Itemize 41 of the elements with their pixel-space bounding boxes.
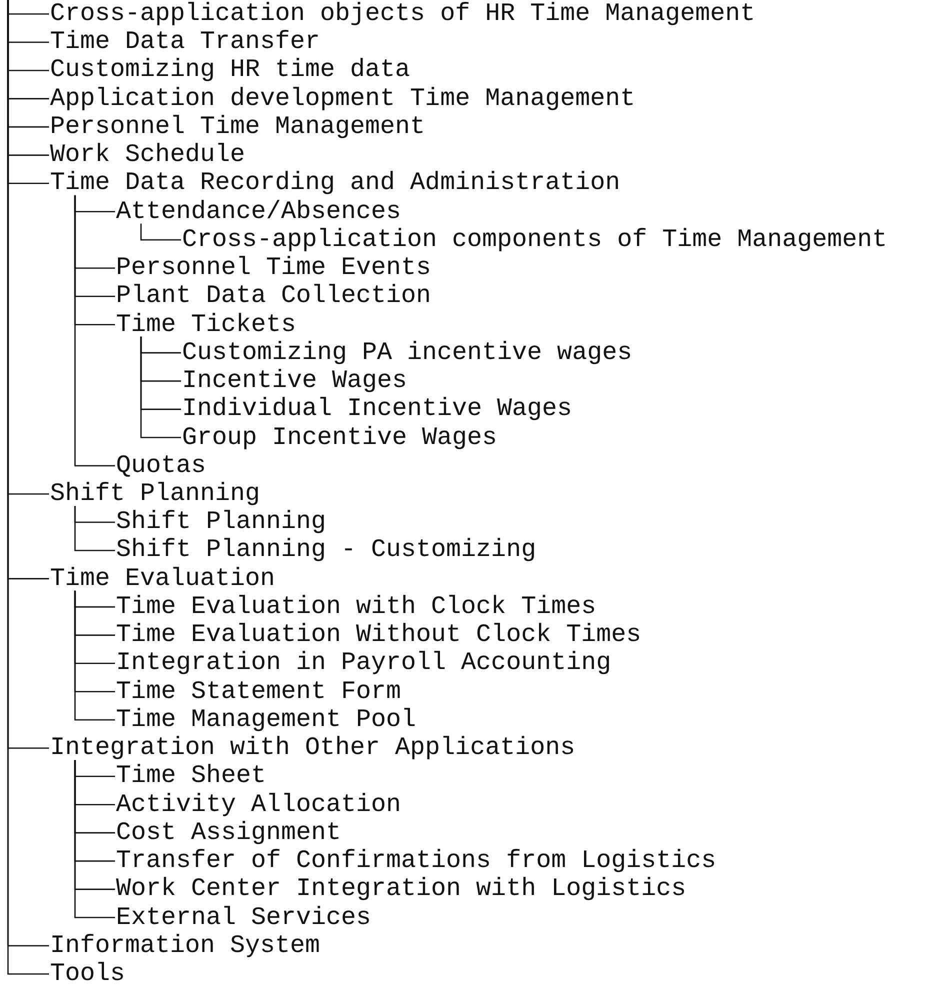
tree-item: Work Schedule	[50, 141, 246, 170]
tree-item: Time Evaluation with Clock Times	[116, 592, 596, 621]
tree-connector	[74, 590, 115, 721]
tree-item: Time Data Transfer	[50, 28, 320, 56]
tree-item: Time Tickets	[116, 310, 296, 339]
tree-item: Shift Planning - Customizing	[116, 536, 536, 564]
tree-item: Customizing HR time data	[50, 56, 410, 84]
tree-item: Tools	[50, 960, 126, 988]
tree-item: Group Incentive Wages	[182, 424, 498, 452]
tree-item: Quotas	[116, 452, 206, 480]
tree-item: Transfer of Confirmations from Logistics	[116, 847, 716, 876]
tree-connector	[140, 336, 181, 438]
tree-item: Integration with Other Applications	[50, 734, 576, 762]
tree-item: Personnel Time Management	[50, 112, 426, 141]
tree-connector	[140, 224, 181, 241]
tree-item: Plant Data Collection	[116, 282, 432, 310]
tree-connector	[74, 760, 115, 918]
tree-item: Time Evaluation Without Clock Times	[116, 621, 642, 650]
tree-item: Time Statement Form	[116, 678, 402, 706]
tree-item: Customizing PA incentive wages	[182, 338, 632, 367]
tree-item: Activity Allocation	[116, 790, 402, 819]
tree-item: Attendance/Absences	[116, 198, 402, 226]
tree-item: Time Data Recording and Administration	[50, 169, 620, 198]
tree-item: Work Center Integration with Logistics	[116, 875, 686, 904]
tree-item: External Services	[116, 904, 372, 932]
tree-item: Time Sheet	[116, 762, 266, 790]
tree-connector	[74, 506, 115, 552]
tree-item: Application development Time Management	[50, 84, 636, 113]
tree-item: Shift Planning	[116, 508, 326, 536]
tree-item: Individual Incentive Wages	[182, 395, 572, 424]
tree-item: Cross-application components of Time Management	[182, 226, 888, 254]
tree-item: Time Management Pool	[116, 706, 416, 734]
tree-item: Personnel Time Events	[116, 254, 432, 282]
tree-item: Integration in Payroll Accounting	[116, 649, 612, 678]
tree-item: Cost Assignment	[116, 818, 342, 847]
tree-item: Shift Planning	[50, 480, 260, 508]
tree-item: Cross-application objects of HR Time Management	[50, 0, 756, 28]
tree-connector	[74, 195, 115, 466]
tree-item: Time Evaluation	[50, 564, 276, 593]
tree-item: Information System	[50, 932, 320, 960]
tree-item: Incentive Wages	[182, 367, 408, 396]
